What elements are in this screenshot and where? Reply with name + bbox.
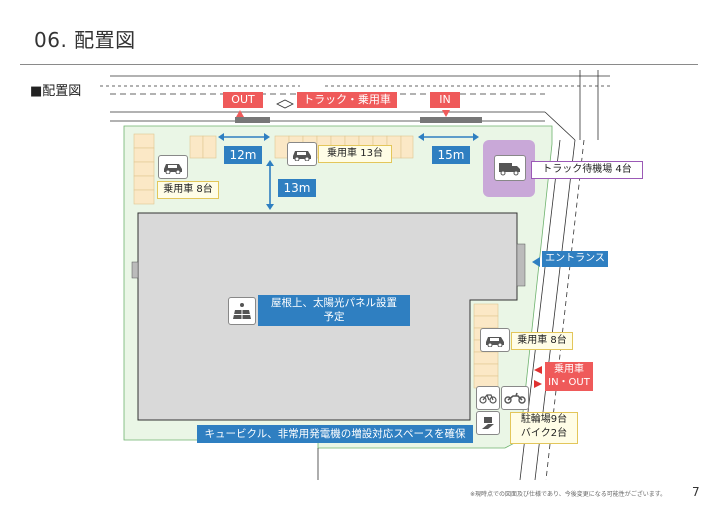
solar-panel-icon (228, 297, 256, 325)
entrance-arrow-icon (532, 257, 540, 267)
parking-top-label: 乗用車 13台 (318, 145, 392, 163)
car-icon (287, 142, 317, 166)
in-label: IN (430, 92, 460, 108)
bicycle-icon (476, 386, 500, 410)
car-inout-line1: 乗用車 (554, 364, 584, 375)
car-inout-arrows (534, 366, 542, 388)
solar-label: 屋根上、太陽光パネル設置 予定 (258, 295, 410, 326)
parking-right-label: 乗用車 8台 (511, 332, 573, 350)
bike-parking-label: 駐輪場9台 バイク2台 (510, 412, 578, 444)
truck-icon (494, 155, 526, 181)
page-number: 7 (692, 485, 700, 499)
parking-left-label: 乗用車 8台 (157, 181, 219, 199)
bike-label-line2: バイク2台 (520, 428, 568, 439)
page-title: 06. 配置図 (34, 28, 136, 52)
distance-12m: 12m (224, 146, 262, 164)
motorcycle-icon (501, 386, 529, 410)
building-door-right (516, 243, 526, 287)
out-label: OUT (223, 92, 263, 108)
car-icon (158, 155, 188, 179)
distance-15m: 15m (432, 146, 470, 164)
footnote: ※現時点での図面及び仕様であり、今後変更になる可能性がございます。 (470, 491, 667, 498)
curb-gate-left (235, 117, 270, 123)
car-icon (480, 328, 510, 352)
truck-car-label: トラック・乗用車 (297, 92, 397, 108)
entrance-label: エントランス (542, 251, 608, 267)
cubicle-space-label: キュービクル、非常用発電機の増設対応スペースを確保 (197, 425, 473, 443)
out-arrow-icon (236, 110, 244, 117)
car-inout-line2: IN・OUT (548, 377, 590, 388)
cubicle-icon (476, 411, 500, 435)
building-door-left (131, 261, 139, 279)
solar-label-line2: 予定 (323, 311, 345, 323)
truck-waiting-label: トラック待機場 4台 (531, 161, 643, 179)
title-divider (20, 64, 698, 65)
curb-gate-right (420, 117, 482, 123)
distance-13m: 13m (278, 179, 316, 197)
road-marking (276, 99, 294, 109)
section-label: ■配置図 (30, 84, 82, 99)
bike-label-line1: 駐輪場9台 (520, 414, 568, 425)
solar-label-line1: 屋根上、太陽光パネル設置 (271, 297, 397, 309)
car-inout-label: 乗用車 IN・OUT (545, 362, 593, 391)
distance-arrows (218, 133, 479, 210)
in-arrow-icon (442, 110, 450, 117)
